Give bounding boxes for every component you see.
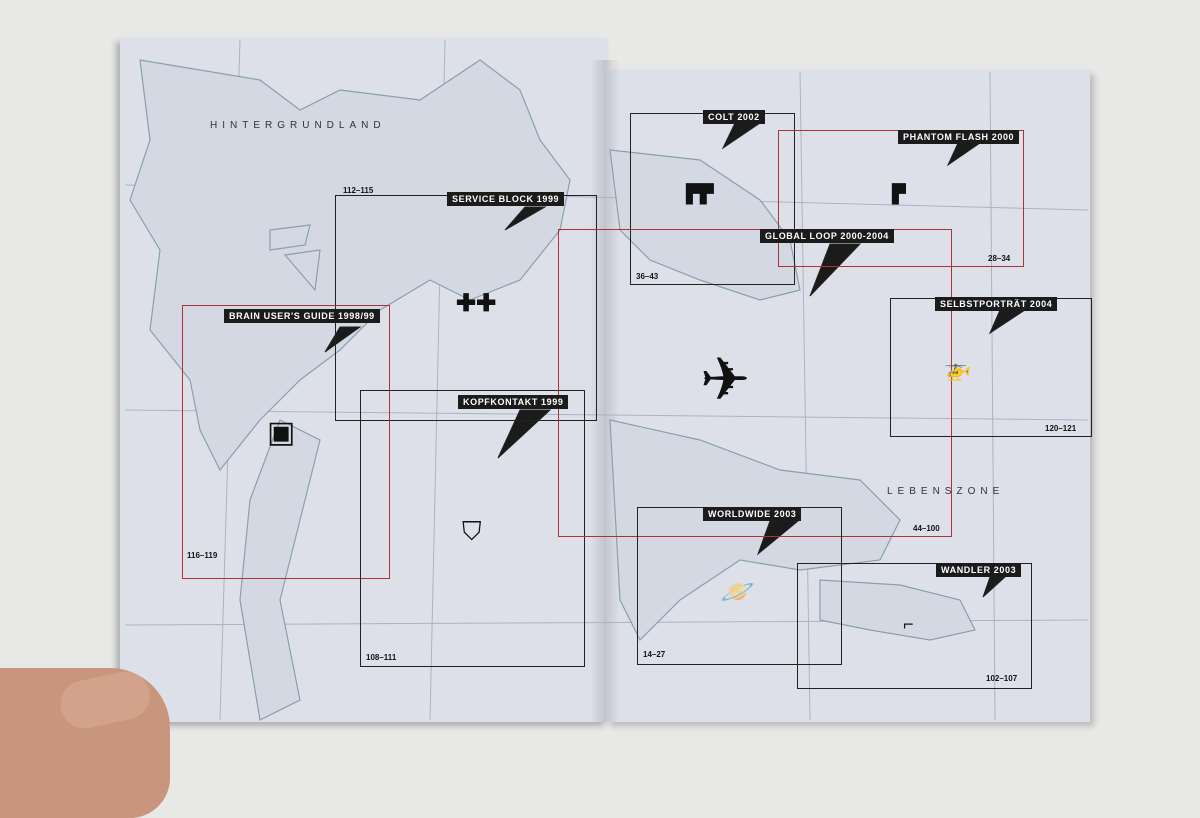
pages-wandler: 102–107 [986,674,1018,683]
pages-phantom-flash: 28–34 [988,254,1011,263]
pistols-icon: ▛▛ [686,184,714,204]
frame-kopfkontakt [360,390,585,667]
label-global-loop: GLOBAL LOOP 2000-2004 [760,229,894,243]
label-colt: COLT 2002 [703,110,765,124]
computer-icon: ▣ [267,416,296,449]
label-selbstportraet: SELBSTPORTRÄT 2004 [935,297,1058,311]
airplane-icon: ✈ [700,346,751,413]
region-label-hintergrundland: HINTERGRUNDLAND [210,120,386,131]
label-phantom-flash: PHANTOM FLASH 2000 [898,130,1020,144]
label-worldwide: WORLDWIDE 2003 [703,507,802,521]
region-label-lebenszone: LEBENSZONE [887,486,1005,497]
frame-brain-users-guide [182,305,390,579]
pages-service-block: 112–115 [343,186,374,195]
pistol-icon: ▛ [892,184,906,204]
step-icon: ⌐ [903,614,914,634]
pages-global-loop: 44–100 [913,524,940,533]
label-wandler: WANDLER 2003 [936,563,1022,577]
label-service-block: SERVICE BLOCK 1999 [447,192,565,206]
pages-selbstportraet: 120–121 [1045,424,1077,433]
globe-icon: 🪐 [720,576,755,607]
label-kopfkontakt: KOPFKONTAKT 1999 [458,395,569,409]
helicopter-icon: 🚁 [944,356,972,381]
frame-wandler [797,563,1032,689]
double-cross-icon: ✚✚ [456,290,497,317]
frame-global-loop [558,229,952,537]
map-lines [124,39,1089,721]
pages-kopfkontakt: 108–111 [366,653,397,662]
pages-worldwide: 14–27 [643,650,666,659]
frame-selbstportraet [890,298,1092,437]
pages-brain-users-guide: 116–119 [187,551,218,560]
label-brain-users-guide: BRAIN USER'S GUIDE 1998/99 [224,309,380,323]
pages-colt: 36–43 [636,272,659,281]
head-icon: ⛉ [462,516,482,546]
